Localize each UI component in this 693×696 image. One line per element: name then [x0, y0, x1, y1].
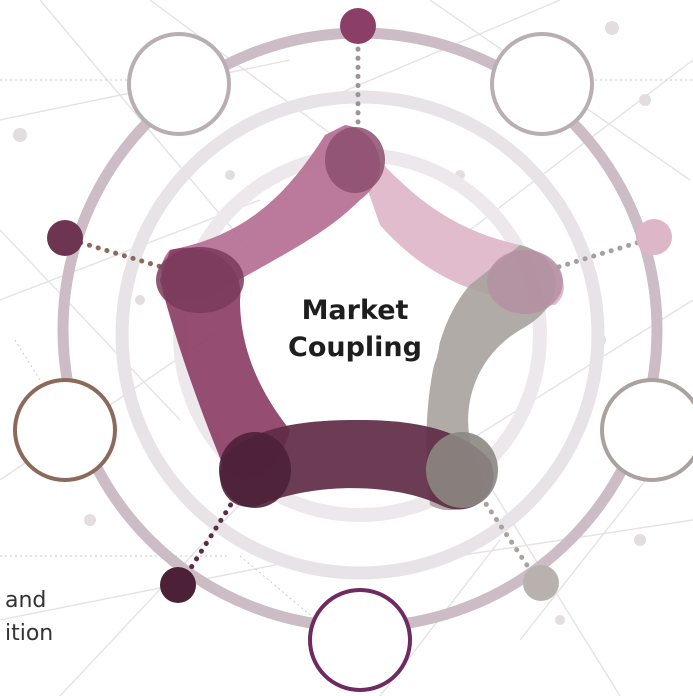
star-segment-bottom	[219, 420, 494, 510]
spokes	[69, 37, 649, 585]
node-right[interactable]	[600, 378, 693, 482]
star-joint-bottom-right	[426, 432, 498, 508]
star-joint-right	[487, 250, 563, 314]
star-center	[280, 255, 440, 415]
left-dot[interactable]	[47, 220, 83, 256]
bottom-left-dot[interactable]	[160, 567, 196, 603]
top-dot[interactable]	[340, 8, 376, 44]
right-dot[interactable]	[636, 219, 672, 255]
center-label: Market Coupling	[270, 292, 440, 366]
center-label-line1: Market	[301, 295, 409, 326]
partial-text-line2: ition	[5, 621, 54, 646]
node-bottom[interactable]	[308, 588, 412, 692]
center-label-line2: Coupling	[288, 332, 422, 363]
partial-text-line1: and	[5, 588, 47, 613]
star-joint-left	[156, 247, 244, 313]
node-top-left[interactable]	[127, 32, 231, 136]
star-joint-bottom-left	[219, 432, 291, 508]
star-joint-top	[325, 127, 385, 193]
bottom-right-dot[interactable]	[523, 565, 559, 601]
node-left[interactable]	[13, 378, 117, 482]
node-top-right[interactable]	[490, 32, 594, 136]
star-shape	[156, 125, 564, 511]
middle-ring	[115, 90, 605, 580]
